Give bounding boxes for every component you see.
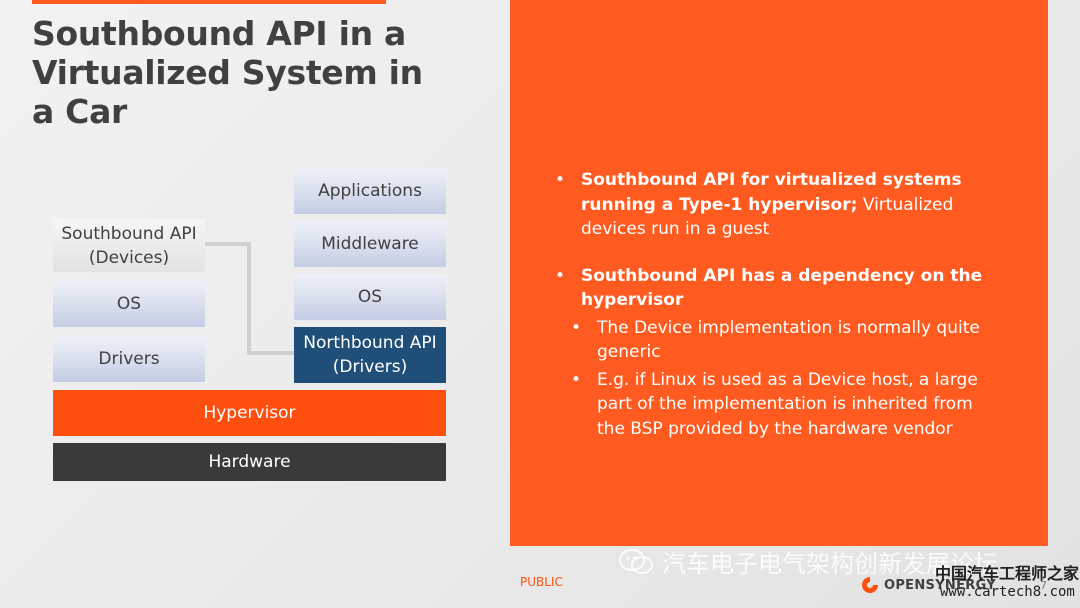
hypervisor-bar: Hypervisor <box>53 390 446 436</box>
opensynergy-logo: OPENSYNERGY <box>860 575 996 595</box>
bullet-list: • Southbound API for virtualized systems… <box>555 168 1005 441</box>
bullet-item: • Southbound API has a dependency on the… <box>555 264 1005 313</box>
connector-line-vertical <box>247 242 251 355</box>
bullet-dot-icon: • <box>571 317 582 338</box>
southbound-api-box: Southbound API (Devices) <box>53 219 205 272</box>
title-accent-bar <box>32 0 386 4</box>
sub-bullet-item: • E.g. if Linux is used as a Device host… <box>555 368 1005 442</box>
sub-bullet-text: The Device implementation is normally qu… <box>597 317 980 363</box>
bullet-item: • Southbound API for virtualized systems… <box>555 168 1005 242</box>
sub-bullet-item: • The Device implementation is normally … <box>555 316 1005 365</box>
bullet-dot-icon: • <box>555 265 566 286</box>
hardware-bar: Hardware <box>53 443 446 481</box>
logo-text: OPENSYNERGY <box>884 577 996 593</box>
opensynergy-logo-icon <box>862 577 878 593</box>
bullet-bold-text: Southbound API for virtualized systems r… <box>581 170 962 215</box>
right-os-box: OS <box>294 274 446 320</box>
watermark-text: 汽车电子电气架构创新发展论坛 <box>662 550 998 578</box>
applications-box: Applications <box>294 168 446 214</box>
connector-line-horizontal-bottom <box>247 351 294 355</box>
left-os-box: OS <box>53 281 205 327</box>
drivers-box: Drivers <box>53 336 205 382</box>
slide-title: Southbound API in a Virtualized System i… <box>32 14 423 131</box>
wechat-watermark: 汽车电子电气架构创新发展论坛 <box>618 544 998 579</box>
bullet-text: Virtualized devices run in a guest <box>581 194 954 240</box>
site-name-watermark: 中国汽车工程师之家 <box>935 564 1080 583</box>
wechat-icon <box>619 548 653 574</box>
content-panel <box>510 0 1048 546</box>
connector-line-horizontal-top <box>205 242 251 246</box>
bullet-dot-icon: • <box>555 170 566 190</box>
bullet-bold-text: Southbound API has a dependency on the h… <box>581 265 983 311</box>
middleware-box: Middleware <box>294 221 446 267</box>
sub-bullet-text: E.g. if Linux is used as a Device host, … <box>597 369 978 439</box>
site-url-watermark: www.cartech8.com <box>940 584 1075 600</box>
bullet-dot-icon: • <box>571 369 582 390</box>
classification-label: PUBLIC <box>520 575 563 589</box>
page-number: 7 <box>1040 579 1047 592</box>
northbound-api-box: Northbound API (Drivers) <box>294 327 446 383</box>
